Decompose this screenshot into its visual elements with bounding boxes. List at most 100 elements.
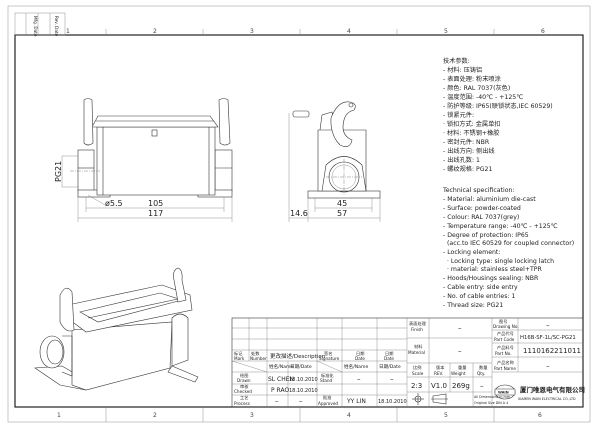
weight-cn: 重量 [458, 364, 466, 371]
qty-label: Qty. [477, 371, 485, 376]
dim-57: 57 [337, 209, 347, 218]
spec-line: · 锁扣方式: 金属单扣 [443, 120, 501, 128]
stand-name: – [357, 375, 361, 383]
col-number: 6 [538, 412, 542, 419]
drawn-name: SL CHEN [268, 376, 294, 383]
spec-chinese: 技术参数: - 材料: 压铸铝 - 表面处理: 粉末喷涂 - 颜色: RAL 7… [443, 57, 553, 173]
part-name-value: – [546, 362, 550, 370]
spec-line: (acc.to IEC 60529 for coupled connector) [447, 240, 574, 247]
spec-line: - Material: aluminium die-cast [443, 196, 536, 203]
outer-frame [7, 5, 591, 423]
spec-line: - 出线方向: 侧出线 [443, 147, 495, 155]
col-number: 2 [153, 28, 157, 35]
scale-value: 2:3 [411, 382, 422, 390]
spec-line: - 螺纹规格: PG21 [443, 165, 492, 173]
col-number: 6 [541, 28, 545, 35]
checked-date: 18.10.2010 [289, 388, 318, 394]
process-cn: 工艺 [240, 395, 248, 400]
checked-name: P RAO [271, 387, 289, 394]
first-angle-projection-icon [412, 393, 448, 405]
checked-label: Checked [234, 389, 252, 394]
part-name-label: Part Name [494, 366, 516, 371]
drawing-no-label: Drawing No. [493, 324, 519, 329]
number-label: Number [250, 356, 267, 361]
name-header: 姓名/Name [344, 363, 368, 370]
qty-value: – [480, 382, 484, 390]
drawn-label: Drawn [237, 378, 251, 383]
date-label: Date [355, 356, 365, 361]
dim-105: 105 [148, 199, 163, 208]
material-label: Material [408, 350, 425, 355]
spec-line: - Cable entry: side entry [443, 284, 518, 291]
part-code-label: Part Code [494, 337, 515, 342]
part-no-value: 1110162211011 [523, 347, 581, 355]
logo-text: WAIN [498, 391, 509, 395]
part-no-label: Part No. [495, 351, 512, 356]
mark-label: Mark [234, 356, 245, 361]
spec-line: - 出线孔数: 1 [443, 156, 480, 164]
top-column-numbers: 1 2 3 4 5 6 [66, 28, 545, 35]
date-header: 日期/Date [379, 364, 401, 370]
col-number: 4 [347, 28, 351, 35]
title-block: 标记 Mark 处数 Number 更改描述/Description 签名 Si… [231, 317, 585, 408]
original-size-note: Original Size DIN A 4 [474, 401, 508, 405]
spec-line: 技术参数: [443, 57, 470, 65]
mfg-date-label: Mfg. Date [33, 16, 38, 37]
spec-line: - 锁紧元件: [443, 111, 474, 119]
dim-14-6: 14.6 [290, 209, 308, 218]
scale-cn: 比例 [413, 364, 421, 371]
dim-45: 45 [337, 199, 347, 208]
spec-line: - 防护等级: IP65(联锁状态,IEC 60529) [443, 102, 553, 110]
col-number: 1 [57, 412, 61, 419]
col-number: 3 [250, 28, 254, 35]
finish-cn: 表面处理 [409, 320, 427, 327]
date-label: Date [384, 356, 394, 361]
approved-cn: 批准 [323, 394, 331, 401]
spec-english: Technical specification: - Material: alu… [442, 187, 574, 309]
drawn-date: 18.10.2010 [289, 377, 318, 383]
date-cn: 日期 [385, 351, 393, 357]
finish-value: – [458, 324, 462, 332]
drawing-no-value: – [546, 321, 550, 329]
part-code-value: H16B-SF-1L/SC-PG21 [520, 335, 576, 341]
approved-label: Approved [318, 401, 338, 406]
mark-cn: 标记 [234, 350, 243, 357]
signature-cn: 签名 [324, 350, 332, 357]
col-number: 4 [347, 412, 351, 419]
process-label: Process [234, 401, 250, 406]
scale-label: Scale [412, 371, 424, 376]
process-name: – [275, 397, 279, 405]
spec-line: - Thread size: PG21 [443, 302, 503, 309]
spec-line: · Locking type: single locking latch [447, 258, 554, 265]
col-number: 5 [444, 28, 448, 35]
col-number: 1 [66, 28, 70, 35]
spec-line: - 密封元件: NBR [443, 138, 490, 146]
rev-cn: 版本 [436, 364, 445, 371]
drawn-cn: 绘图 [240, 372, 248, 379]
spec-line: - Degree of protection: IP65 [443, 232, 529, 239]
spec-line: · material: stainless steel+TPR [447, 266, 543, 273]
spec-line: - 材料: 压铸铝 [443, 66, 482, 74]
date-header: 日期/Date [290, 364, 312, 370]
number-cn: 处数 [251, 350, 260, 357]
spec-line: · 材料: 不锈钢+橡胶 [443, 129, 499, 137]
front-view: PG21 ø5.5 105 117 [54, 98, 233, 222]
spec-line: - Temperature range: -40℃ - +125℃ [443, 223, 558, 230]
spec-line: - No. of cable entries: 1 [443, 293, 515, 300]
col-number: 2 [153, 412, 157, 419]
dim-hole-diameter: ø5.5 [105, 199, 123, 208]
weight-value: 269g [452, 382, 470, 390]
approved-date: 18.10.2010 [378, 399, 407, 405]
company-name-en: XIAMEN WAIN ELECTRICAL CO.,LTD [518, 397, 576, 401]
description-label: 更改描述/Description [270, 352, 326, 360]
company-logo [494, 384, 516, 400]
bottom-column-numbers: 1 2 3 4 5 6 [57, 412, 542, 419]
material-value: – [458, 347, 462, 355]
part-name-cn: 产品名称 [497, 359, 514, 366]
spec-line: - Locking element: [443, 249, 500, 256]
stand-cn: 标准化 [321, 372, 334, 379]
part-no-cn: 产品料号 [497, 344, 514, 351]
spec-line: - Colour: RAL 7037(grey) [443, 214, 519, 221]
qty-cn: 数量 [479, 364, 487, 371]
